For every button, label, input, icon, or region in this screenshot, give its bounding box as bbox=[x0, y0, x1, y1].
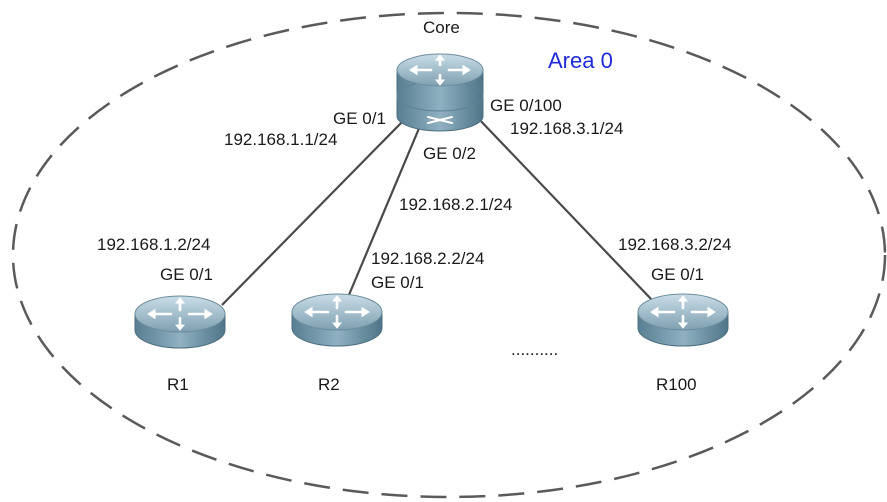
r100-ip-label: 192.168.3.2/24 bbox=[618, 235, 731, 254]
link-core-r2 bbox=[344, 125, 422, 303]
ellipsis-more-routers: .......... bbox=[511, 340, 558, 359]
core-name-label: Core bbox=[423, 18, 460, 37]
core-ip3-label: 192.168.3.1/24 bbox=[510, 119, 623, 138]
r100-if-label: GE 0/1 bbox=[651, 265, 704, 284]
r2-ip-label: 192.168.2.2/24 bbox=[371, 249, 484, 268]
core-if2-label: GE 0/2 bbox=[423, 144, 476, 163]
area-label: Area 0 bbox=[548, 48, 613, 73]
core-ip1-label: 192.168.1.1/24 bbox=[224, 130, 337, 149]
core-if1-label: GE 0/1 bbox=[333, 109, 386, 128]
r2-if-label: GE 0/1 bbox=[371, 273, 424, 292]
link-core-r1 bbox=[221, 119, 405, 306]
r100-router-icon bbox=[636, 292, 730, 348]
area-boundary bbox=[11, 11, 887, 499]
r100-name-label: R100 bbox=[656, 375, 697, 394]
r1-ip-label: 192.168.1.2/24 bbox=[97, 235, 210, 254]
r2-name-label: R2 bbox=[318, 375, 340, 394]
r2-router-icon bbox=[290, 292, 384, 348]
r1-router-icon bbox=[133, 294, 227, 350]
r1-if-label: GE 0/1 bbox=[160, 265, 213, 284]
core-if3-label: GE 0/100 bbox=[490, 96, 562, 115]
core-router-icon bbox=[396, 53, 484, 132]
link-core-r100 bbox=[475, 115, 653, 301]
core-ip2-label: 192.168.2.1/24 bbox=[399, 195, 512, 214]
r1-name-label: R1 bbox=[167, 375, 189, 394]
